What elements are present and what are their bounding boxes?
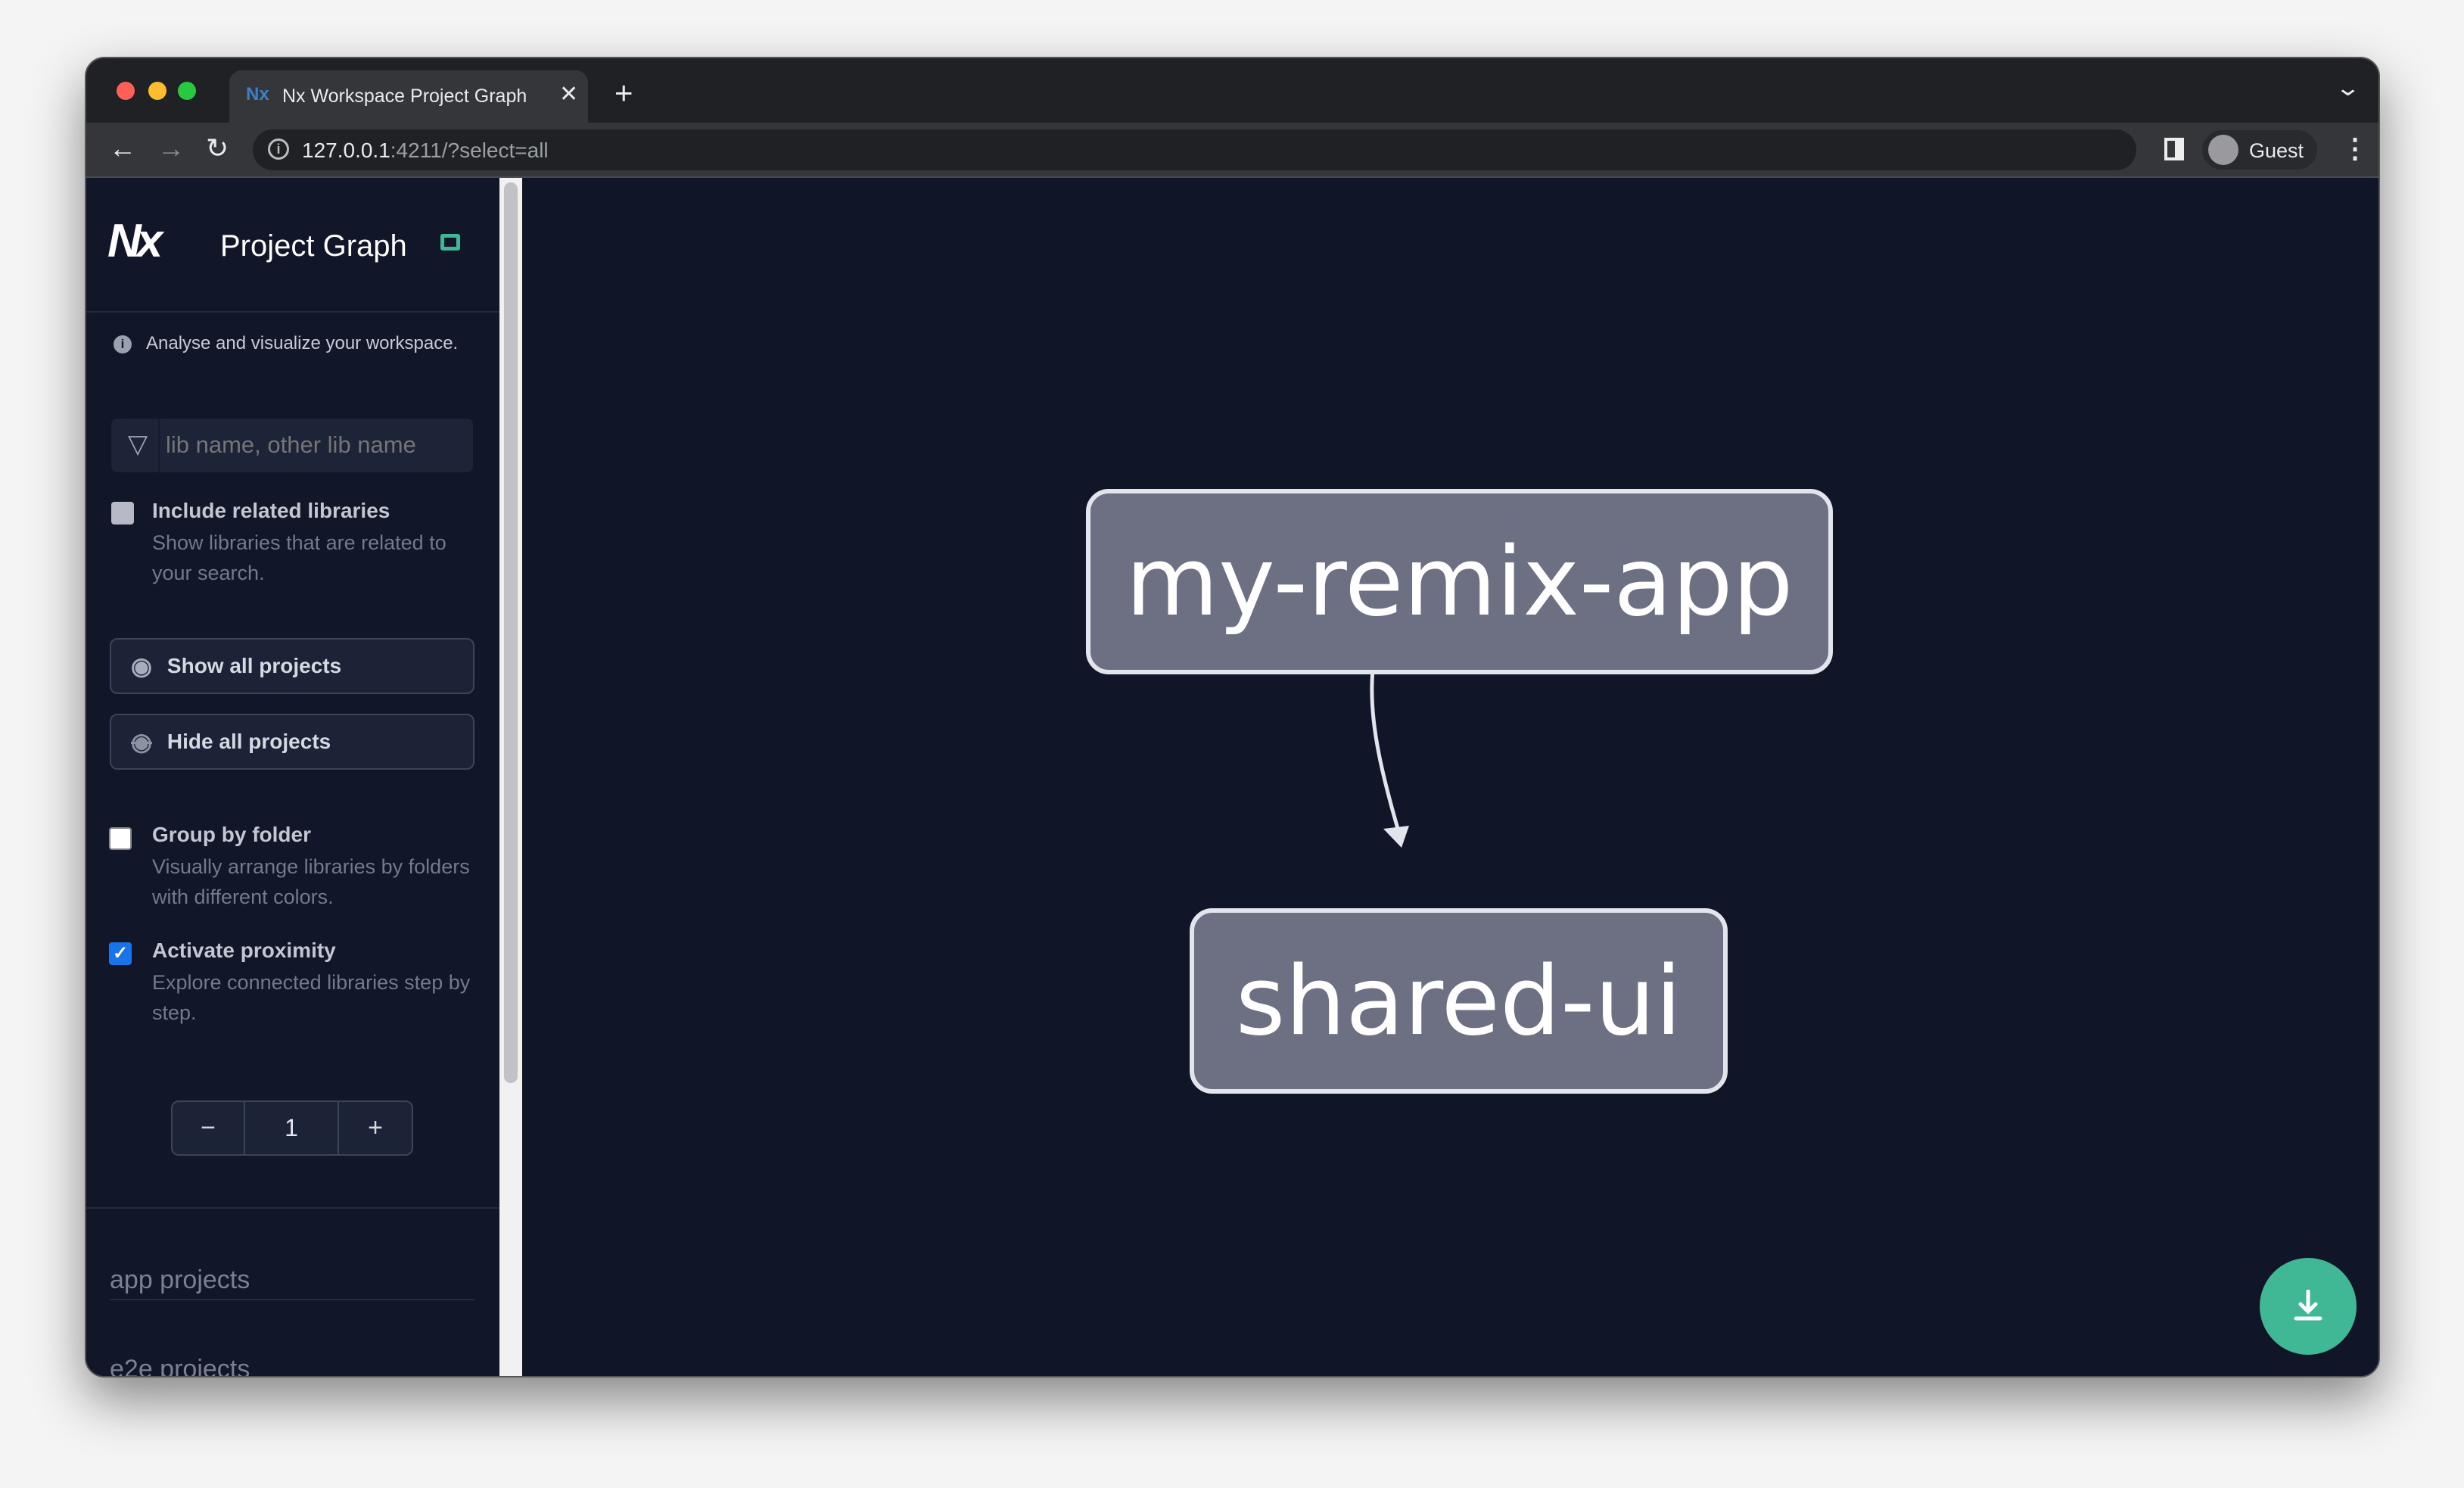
app-content: Nx Project Graph i Analyse and visualize… <box>86 178 2378 1377</box>
browser-window: Nx Nx Workspace Project Graph ✕ + ⌄ ← → … <box>85 57 2380 1377</box>
avatar-icon <box>2208 135 2238 165</box>
menu-dots-icon[interactable]: ⋮ <box>2341 132 2369 163</box>
activate-proximity-desc: Explore connected libraries step by step… <box>152 971 471 1024</box>
page-title: Project Graph <box>220 229 407 263</box>
site-info-icon[interactable]: i <box>268 139 289 160</box>
graph-canvas[interactable]: my-remix-app shared-ui <box>522 178 2378 1376</box>
tab-title: Nx Workspace Project Graph <box>282 86 527 107</box>
show-all-label: Show all projects <box>166 654 342 677</box>
eye-off-icon: ◉ <box>131 728 152 755</box>
divider <box>86 311 499 313</box>
address-bar[interactable]: i 127.0.0.1:4211/?select=all <box>253 129 2136 170</box>
side-panel-icon[interactable] <box>2164 138 2184 160</box>
proximity-stepper: − 1 + <box>171 1100 413 1156</box>
info-text: Analyse and visualize your workspace. <box>146 333 459 353</box>
reload-icon[interactable]: ↻ <box>206 132 229 163</box>
profile-name: Guest <box>2249 139 2304 162</box>
back-icon[interactable]: ← <box>109 132 136 163</box>
include-related-checkbox[interactable] <box>111 502 134 525</box>
graph-edges <box>1370 557 1409 848</box>
url-path: :4211/?select=all <box>390 139 549 162</box>
monitor-icon[interactable] <box>440 234 460 251</box>
hide-all-projects-button[interactable]: ◉ Hide all projects <box>110 714 474 770</box>
url-host: 127.0.0.1 <box>302 139 390 162</box>
eye-icon: ◉ <box>131 652 152 680</box>
divider <box>86 1207 499 1209</box>
maximize-window-button[interactable] <box>178 82 196 100</box>
graph-node-shared-ui[interactable]: shared-ui <box>1190 908 1728 1094</box>
group-by-folder-label: Group by folder <box>152 823 311 846</box>
show-all-projects-button[interactable]: ◉ Show all projects <box>110 638 474 694</box>
node-label: shared-ui <box>1235 945 1682 1057</box>
minimize-window-button[interactable] <box>148 82 166 100</box>
decrement-button[interactable]: − <box>173 1102 245 1154</box>
new-tab-icon[interactable]: + <box>614 75 633 111</box>
group-by-folder-desc: Visually arrange libraries by folders wi… <box>152 855 470 908</box>
browser-toolbar: ← → ↻ i 127.0.0.1:4211/?select=all Guest… <box>86 123 2378 178</box>
activate-proximity-label: Activate proximity <box>152 939 336 962</box>
increment-button[interactable]: + <box>368 1113 383 1142</box>
sidebar-scrollbar[interactable] <box>499 178 522 1376</box>
browser-tab[interactable]: Nx Nx Workspace Project Graph ✕ <box>229 70 588 123</box>
info-icon: i <box>114 335 132 353</box>
nx-logo: Nx <box>107 215 163 267</box>
close-window-button[interactable] <box>117 82 135 100</box>
tab-list-chevron-icon[interactable]: ⌄ <box>2334 76 2362 101</box>
profile-button[interactable]: Guest <box>2202 130 2317 170</box>
group-by-folder-checkbox[interactable] <box>109 827 132 850</box>
scrollbar-thumb[interactable] <box>504 182 518 1083</box>
search-field[interactable]: ▽ <box>111 419 473 472</box>
edge-arrowhead <box>1383 826 1409 848</box>
app-projects-heading: app projects <box>110 1265 250 1294</box>
close-tab-icon[interactable]: ✕ <box>559 82 579 107</box>
download-icon <box>2294 1290 2322 1321</box>
e2e-projects-heading: e2e projects <box>110 1355 250 1377</box>
activate-proximity-checkbox[interactable]: ✓ <box>109 942 132 965</box>
hide-all-label: Hide all projects <box>166 730 331 753</box>
sidebar: Nx Project Graph i Analyse and visualize… <box>86 178 499 1377</box>
filter-icon: ▽ <box>128 430 148 459</box>
stepper-value[interactable]: 1 <box>245 1102 339 1154</box>
forward-icon[interactable]: → <box>157 132 185 163</box>
search-input[interactable] <box>166 426 461 464</box>
include-related-desc: Show libraries that are related to your … <box>152 531 446 584</box>
include-related-label: Include related libraries <box>152 499 390 522</box>
node-label: my-remix-app <box>1125 526 1794 637</box>
download-button[interactable] <box>2260 1258 2357 1355</box>
nx-favicon-icon: Nx <box>246 84 269 104</box>
graph-node-my-remix-app[interactable]: my-remix-app <box>1086 489 1833 674</box>
